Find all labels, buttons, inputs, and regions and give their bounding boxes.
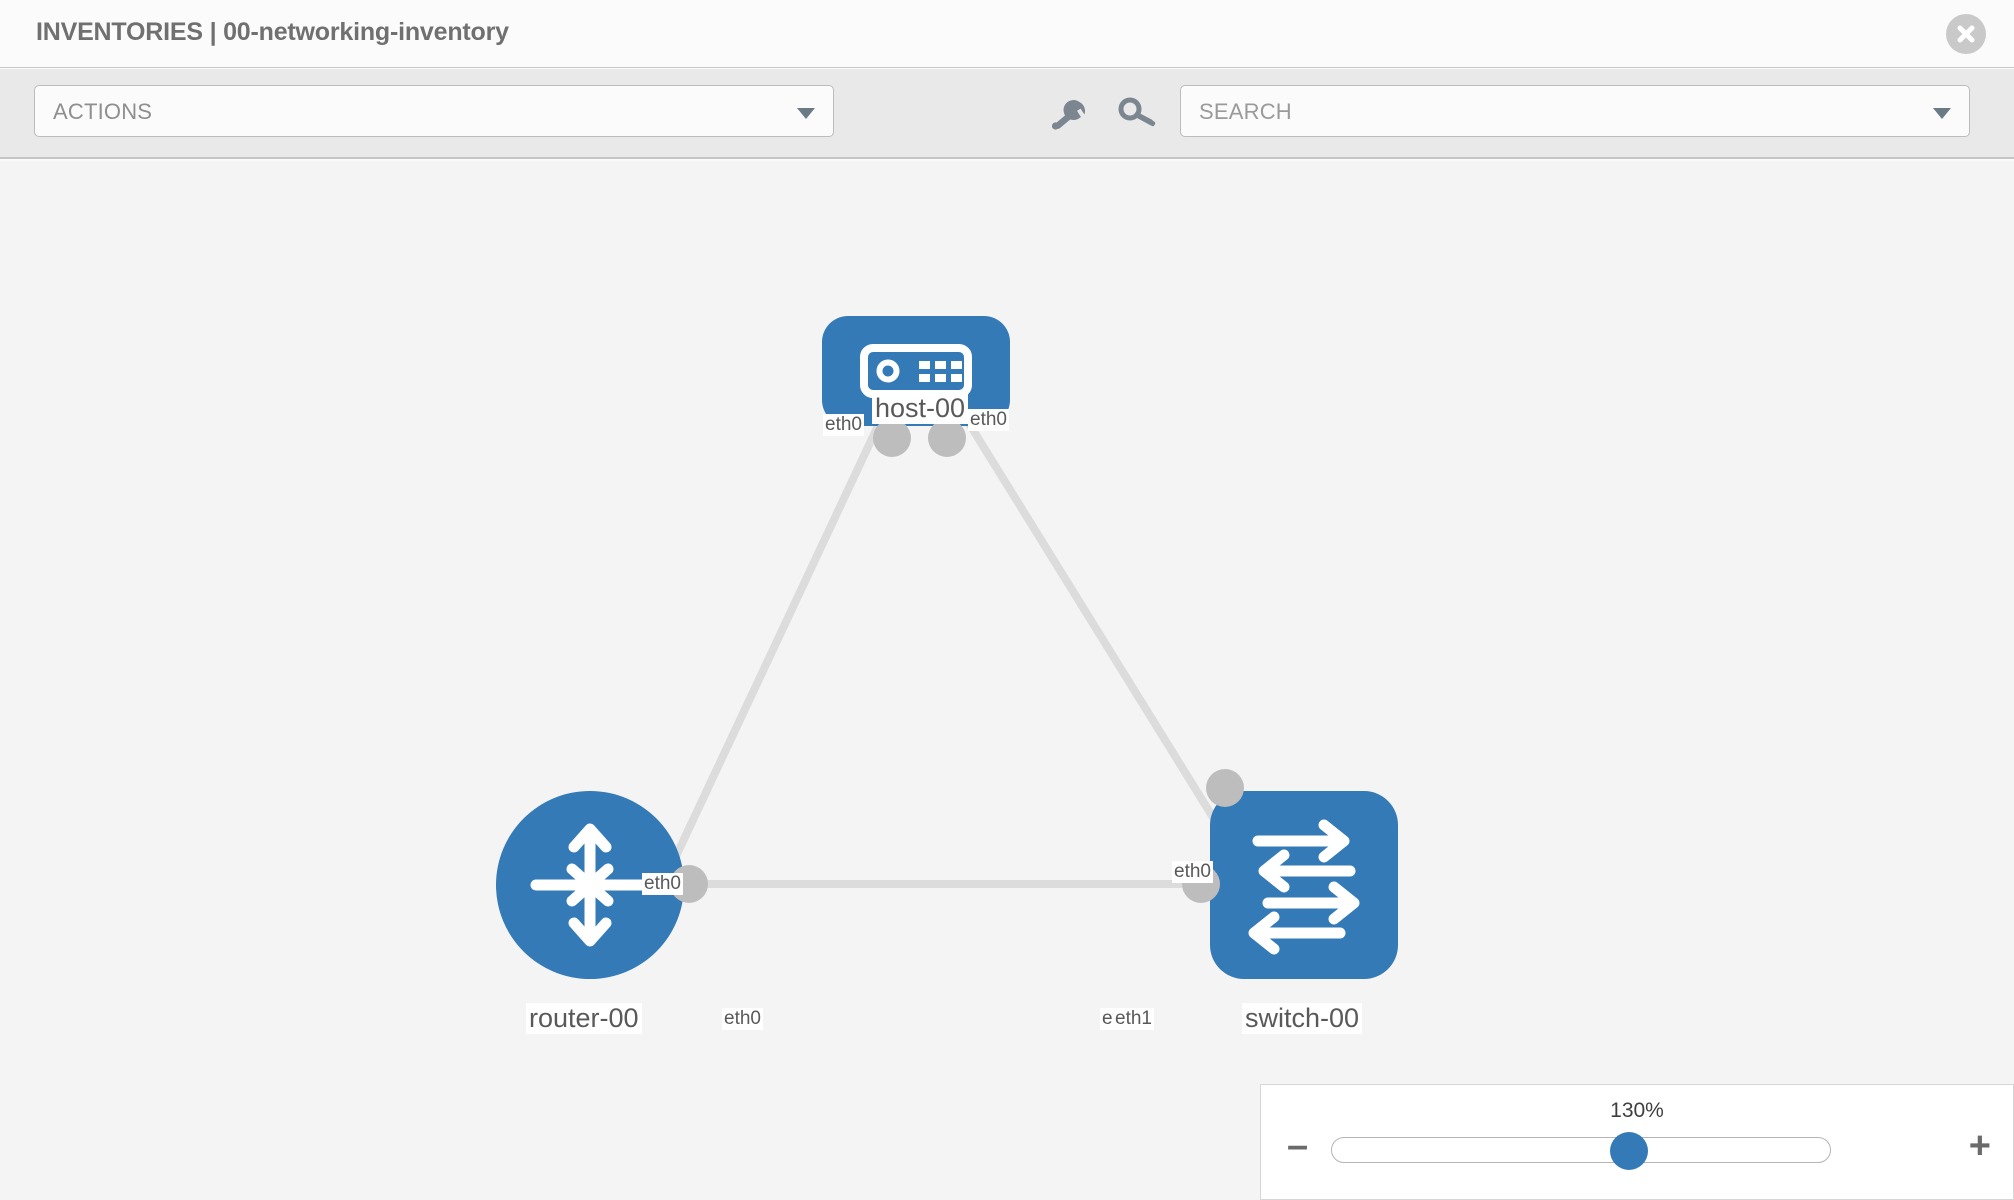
wrench-icon[interactable] [1048, 96, 1088, 132]
zoom-slider[interactable] [1331, 1132, 1831, 1170]
zoom-out-button[interactable]: – [1287, 1125, 1309, 1167]
zoom-in-button[interactable]: + [1968, 1125, 1991, 1167]
if-label-host-right: eth0 [968, 409, 1009, 431]
if-label-router-right: eth0 [722, 1008, 763, 1030]
zoom-percent-label: 130% [1610, 1099, 1664, 1122]
connector-host-eth0-left[interactable] [873, 419, 911, 457]
node-router-00[interactable] [496, 791, 684, 979]
if-label-router-up: eth0 [642, 873, 683, 895]
page-header: INVENTORIES | 00-networking-inventory [0, 0, 2014, 68]
topology-canvas[interactable]: host-00 eth0 eth0 [0, 161, 2014, 1200]
actions-dropdown[interactable]: ACTIONS [34, 85, 834, 137]
if-label-host-left: eth0 [823, 414, 864, 436]
node-switch-00[interactable] [1210, 791, 1398, 979]
chevron-down-icon [797, 108, 815, 119]
if-label-switch-up: eth0 [1172, 861, 1213, 883]
switch-arrows-icon [1248, 819, 1360, 955]
if-label-switch-left: eth1 [1113, 1008, 1154, 1030]
close-icon[interactable] [1946, 14, 1986, 54]
connector-host-eth0-right[interactable] [928, 419, 966, 457]
node-label-router-00: router-00 [526, 1003, 642, 1034]
search-input[interactable]: SEARCH [1180, 85, 1970, 137]
node-label-switch-00: switch-00 [1242, 1003, 1363, 1034]
node-label-host-00: host-00 [872, 393, 969, 424]
zoom-control[interactable]: 130% – + [1260, 1084, 2014, 1200]
router-arrows-icon [530, 823, 650, 947]
zoom-slider-thumb[interactable] [1610, 1132, 1648, 1170]
key-icon[interactable] [1118, 96, 1158, 132]
connector-switch-eth0-top[interactable] [1206, 769, 1244, 807]
search-placeholder: SEARCH [1199, 99, 1292, 124]
chevron-down-icon[interactable] [1933, 108, 1951, 119]
page-title: INVENTORIES | 00-networking-inventory [36, 18, 509, 46]
topology-links [666, 393, 1244, 888]
actions-dropdown-label: ACTIONS [53, 99, 153, 124]
